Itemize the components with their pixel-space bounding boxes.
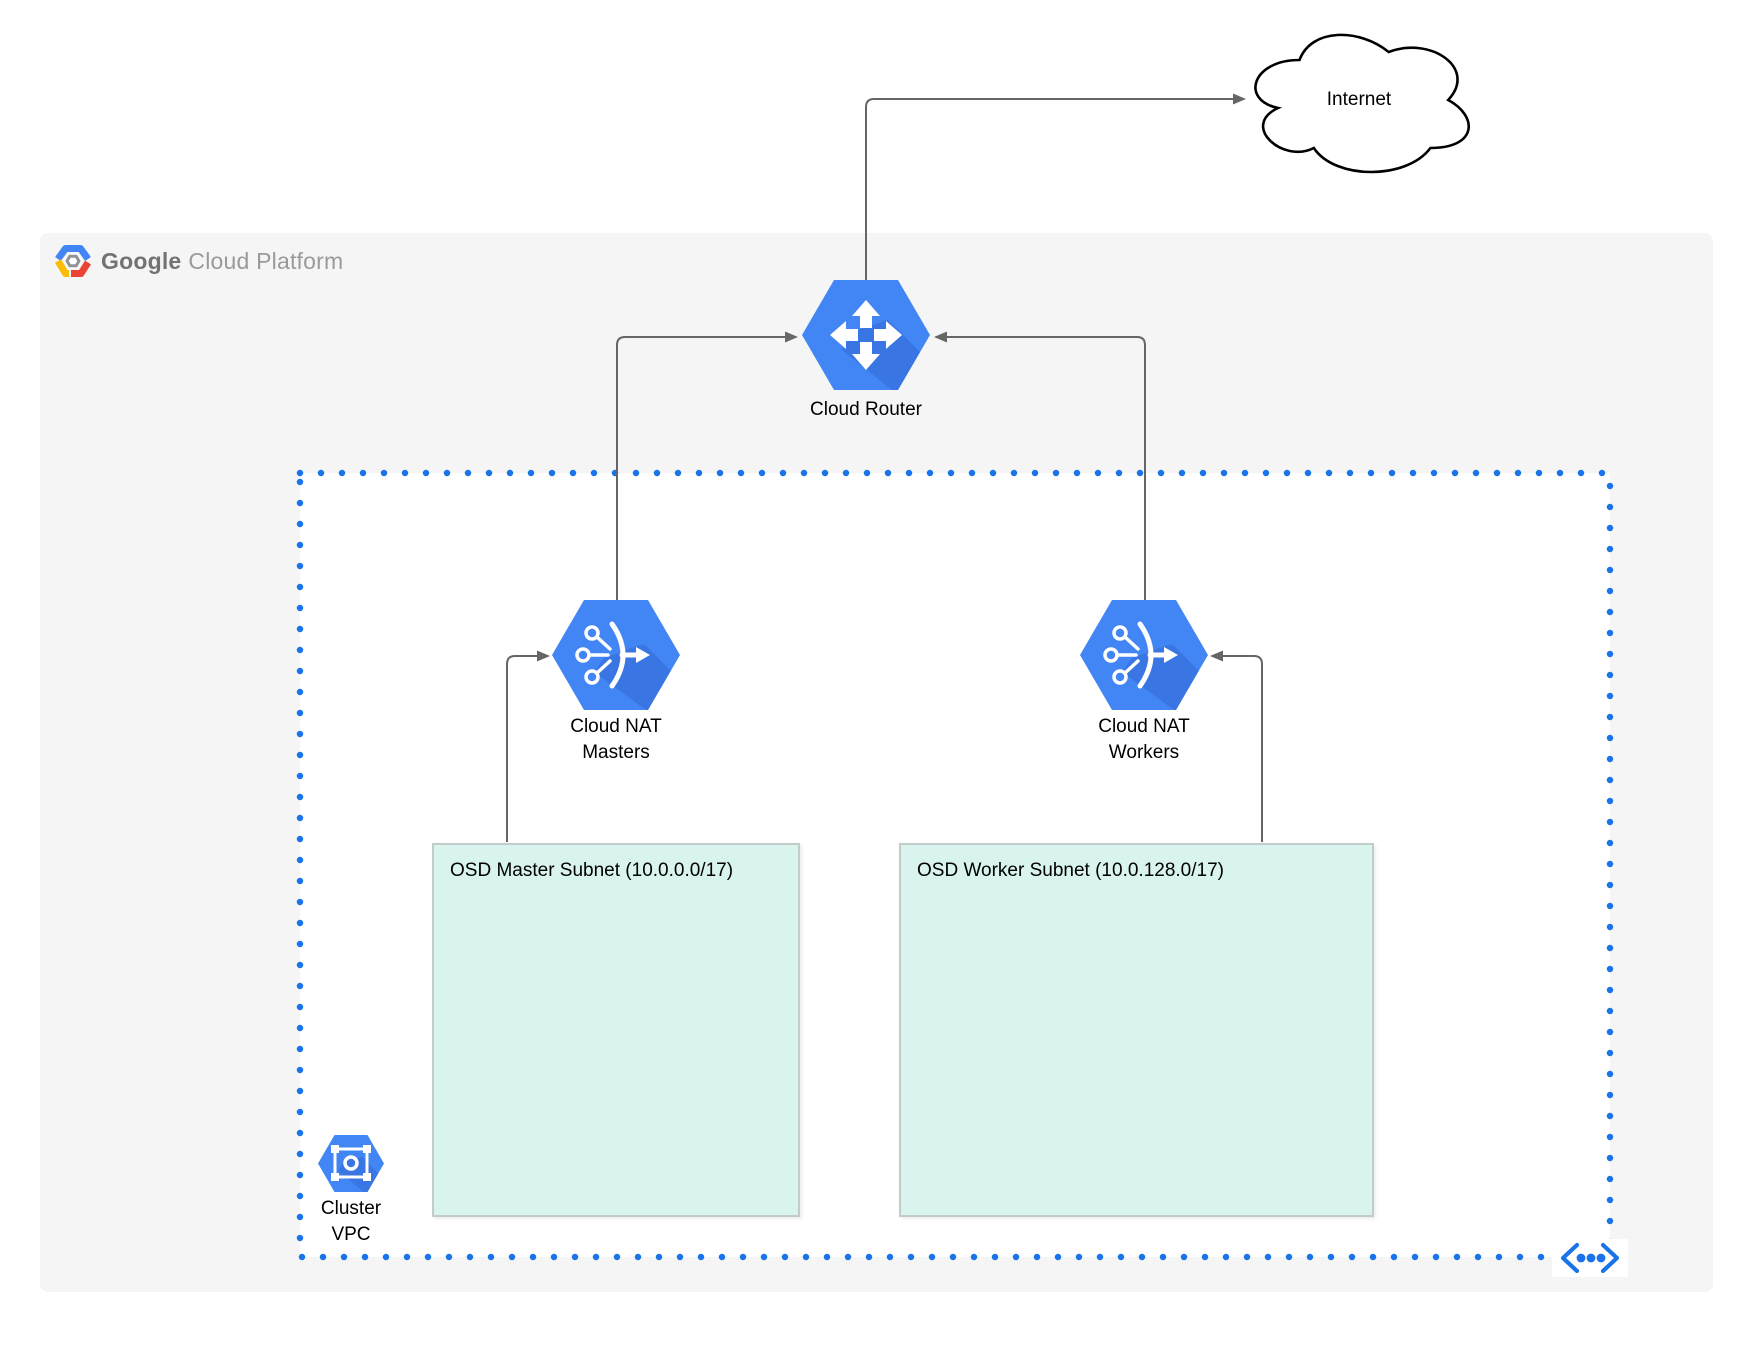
cluster-vpc-hexagon	[318, 1135, 384, 1192]
cluster-vpc-label-line2: VPC	[331, 1224, 371, 1245]
cluster-vpc-label: Cluster VPC	[291, 1196, 411, 1248]
cloud-nat-masters-label: Cloud NAT Masters	[536, 714, 696, 766]
osd-worker-subnet-label: OSD Worker Subnet (10.0.128.0/17)	[917, 860, 1224, 881]
cloud-router-hexagon	[802, 280, 930, 390]
cloud-nat-workers-label: Cloud NAT Workers	[1064, 714, 1224, 766]
edge-master-subnet-to-nat	[506, 650, 550, 842]
cloud-nat-masters-label-line1: Cloud NAT	[570, 716, 662, 737]
cloud-router-label: Cloud Router	[810, 399, 922, 420]
osd-worker-subnet-box: OSD Worker Subnet (10.0.128.0/17)	[899, 843, 1374, 1217]
internet-cloud	[1254, 33, 1470, 174]
cloud-nat-masters-label-line2: Masters	[582, 742, 650, 763]
gcp-hexagon-logo-icon	[55, 245, 91, 277]
connectors	[506, 93, 1263, 842]
vpc-network-icon	[331, 1145, 371, 1181]
cluster-vpc-label-line1: Cluster	[320, 1198, 382, 1219]
cloud-nat-workers-label-line1: Cloud NAT	[1098, 716, 1190, 737]
edge-router-to-internet	[865, 93, 1246, 280]
edge-worker-subnet-to-nat	[1210, 650, 1263, 842]
logo-text-product: Cloud Platform	[188, 247, 344, 274]
logo-text-google: Google	[101, 247, 182, 274]
network-boundary-arrows-icon	[1552, 1239, 1628, 1277]
edge-nat-masters-to-router	[616, 331, 798, 600]
internet-label: Internet	[1326, 89, 1392, 110]
edge-nat-workers-to-router	[934, 331, 1146, 600]
cloud-nat-workers-label-line2: Workers	[1108, 742, 1180, 763]
osd-master-subnet-label: OSD Master Subnet (10.0.0.0/17)	[450, 860, 734, 881]
osd-master-subnet-box: OSD Master Subnet (10.0.0.0/17)	[432, 843, 800, 1217]
cloud-router-icon	[830, 300, 902, 370]
